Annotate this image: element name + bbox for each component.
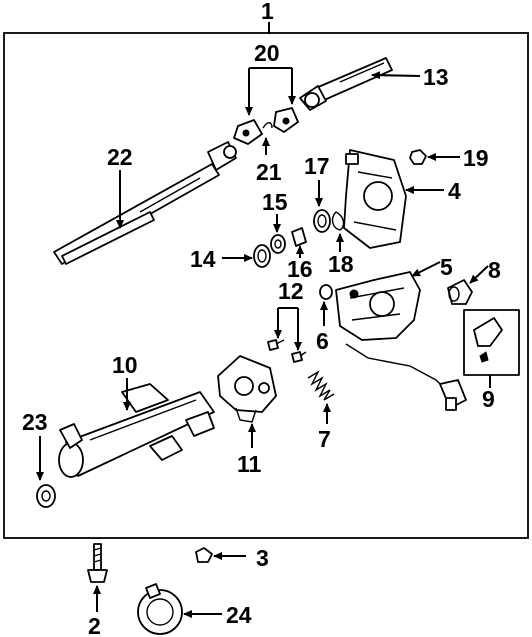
callout-23: 23 bbox=[22, 409, 48, 481]
callout-11-label: 11 bbox=[237, 451, 262, 477]
callout-10-label: 10 bbox=[112, 352, 138, 378]
callout-20-label: 20 bbox=[254, 40, 280, 66]
part-2-bolt bbox=[87, 543, 108, 583]
callout-19-label: 19 bbox=[463, 145, 489, 171]
callout-21-label: 21 bbox=[256, 159, 282, 185]
part-8-knob bbox=[447, 279, 473, 305]
callout-2: 2 bbox=[88, 585, 101, 637]
callout-17: 17 bbox=[304, 153, 330, 207]
callout-13-label: 13 bbox=[423, 64, 449, 90]
callout-15-label: 15 bbox=[262, 189, 288, 215]
callout-16-label: 16 bbox=[287, 256, 313, 282]
assembly-frame bbox=[3, 32, 529, 539]
callout-1: 1 bbox=[261, 0, 274, 34]
callout-22: 22 bbox=[107, 144, 133, 229]
callout-10: 10 bbox=[112, 352, 138, 411]
callout-18: 18 bbox=[328, 233, 354, 277]
callout-17-label: 17 bbox=[304, 153, 330, 179]
callout-7-label: 7 bbox=[318, 426, 331, 452]
callout-9: 9 bbox=[482, 375, 495, 412]
part-10-column-jacket bbox=[58, 383, 215, 478]
part-12-bolts bbox=[267, 339, 307, 363]
part-5-lock-housing bbox=[335, 271, 421, 341]
callout-24-label: 24 bbox=[226, 602, 252, 628]
callout-16: 16 bbox=[287, 245, 313, 282]
callout-5-label: 5 bbox=[440, 254, 453, 280]
callout-2-label: 2 bbox=[88, 613, 101, 637]
part-7-spring bbox=[307, 370, 335, 401]
callout-9-label: 9 bbox=[482, 386, 495, 412]
part-6-nut bbox=[319, 284, 333, 300]
callout-14-label: 14 bbox=[190, 246, 216, 272]
callout-20: 20 bbox=[245, 40, 296, 116]
part-14-bearing bbox=[253, 244, 271, 268]
callout-21: 21 bbox=[256, 137, 282, 185]
callout-3-label: 3 bbox=[256, 545, 269, 571]
part-17-bearing bbox=[313, 209, 331, 233]
callout-24: 24 bbox=[183, 602, 252, 628]
part-4-housing-cover bbox=[343, 149, 407, 249]
callout-14: 14 bbox=[190, 246, 253, 272]
callout-12-label: 12 bbox=[278, 278, 304, 304]
callout-12: 12 bbox=[274, 278, 304, 351]
callout-13: 13 bbox=[371, 64, 449, 90]
callout-7: 7 bbox=[318, 403, 331, 452]
callout-5: 5 bbox=[411, 254, 453, 280]
callout-1-label: 1 bbox=[261, 0, 274, 24]
part-18-retaining-ring bbox=[331, 211, 345, 231]
part-23-collar bbox=[36, 484, 56, 508]
part-3-nut bbox=[195, 547, 213, 563]
part-9-lock-cylinder bbox=[463, 309, 520, 376]
part-13-upper-shaft bbox=[299, 57, 393, 111]
callout-4-label: 4 bbox=[448, 178, 461, 204]
callout-8-label: 8 bbox=[488, 257, 501, 283]
callout-11: 11 bbox=[237, 423, 262, 477]
callout-3: 3 bbox=[213, 545, 269, 571]
callout-6: 6 bbox=[316, 301, 329, 354]
part-20-universal-joint bbox=[233, 107, 299, 145]
part-16-sleeve bbox=[291, 227, 307, 247]
callout-22-label: 22 bbox=[107, 144, 133, 170]
callout-8: 8 bbox=[469, 257, 501, 284]
callout-18-label: 18 bbox=[328, 251, 354, 277]
part-11-housing-support bbox=[217, 355, 277, 423]
part-19-nut bbox=[409, 149, 427, 165]
part-15-washer bbox=[270, 234, 286, 254]
callout-19: 19 bbox=[427, 145, 489, 171]
part-22-intermediate-shaft bbox=[53, 141, 237, 265]
callout-4: 4 bbox=[405, 178, 461, 204]
part-switch-rod-harness bbox=[345, 343, 467, 411]
callout-15: 15 bbox=[262, 189, 288, 233]
part-24-clamp bbox=[137, 583, 183, 635]
callout-6-label: 6 bbox=[316, 328, 329, 354]
callout-23-label: 23 bbox=[22, 409, 48, 435]
